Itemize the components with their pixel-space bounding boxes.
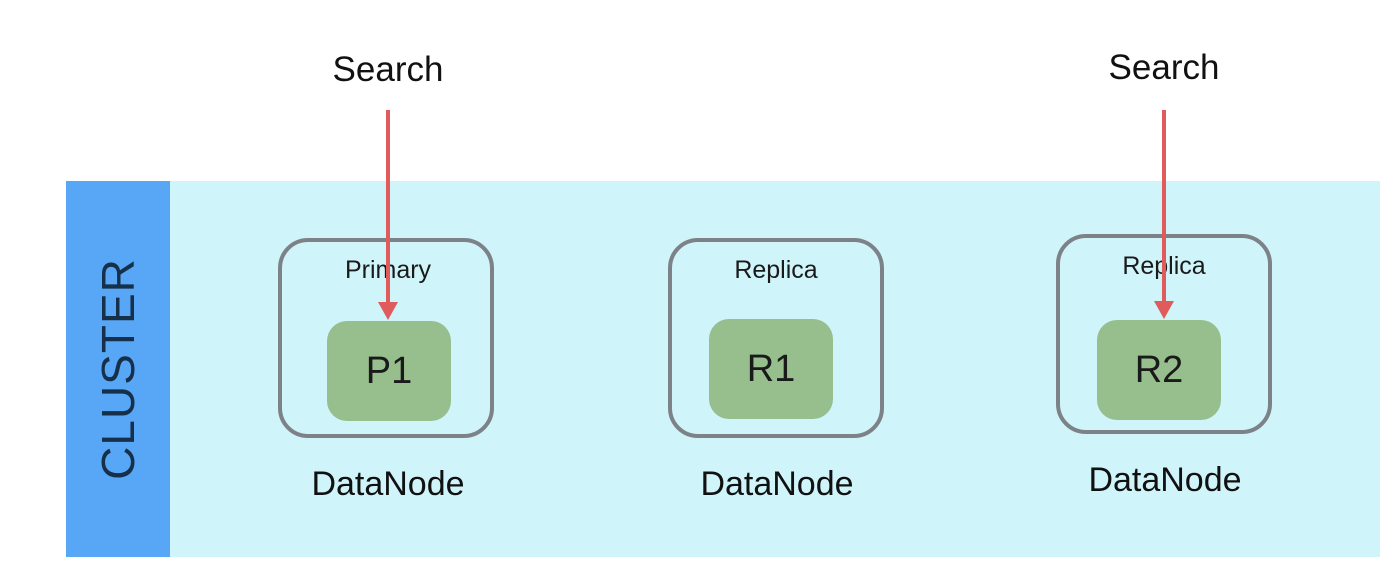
shard-p1: P1	[327, 321, 451, 421]
shard-label: R2	[1134, 348, 1184, 391]
cluster-bar	[66, 181, 170, 557]
node-role-replica-2: Replica	[1122, 252, 1206, 280]
shard-label: R1	[746, 347, 796, 390]
cluster-label: CLUSTER	[92, 258, 144, 480]
search-label-left: Search	[332, 50, 444, 89]
datanode-caption-3: DataNode	[1088, 461, 1242, 499]
shard-label: P1	[365, 349, 413, 392]
node-role-replica-1: Replica	[734, 256, 818, 284]
datanode-caption-1: DataNode	[311, 465, 465, 503]
shard-r2: R2	[1097, 320, 1221, 420]
node-role-primary: Primary	[344, 256, 432, 284]
datanode-caption-2: DataNode	[700, 465, 854, 503]
shard-r1: R1	[709, 319, 833, 419]
search-label-right: Search	[1108, 48, 1220, 87]
datanode-box-2	[668, 238, 884, 438]
